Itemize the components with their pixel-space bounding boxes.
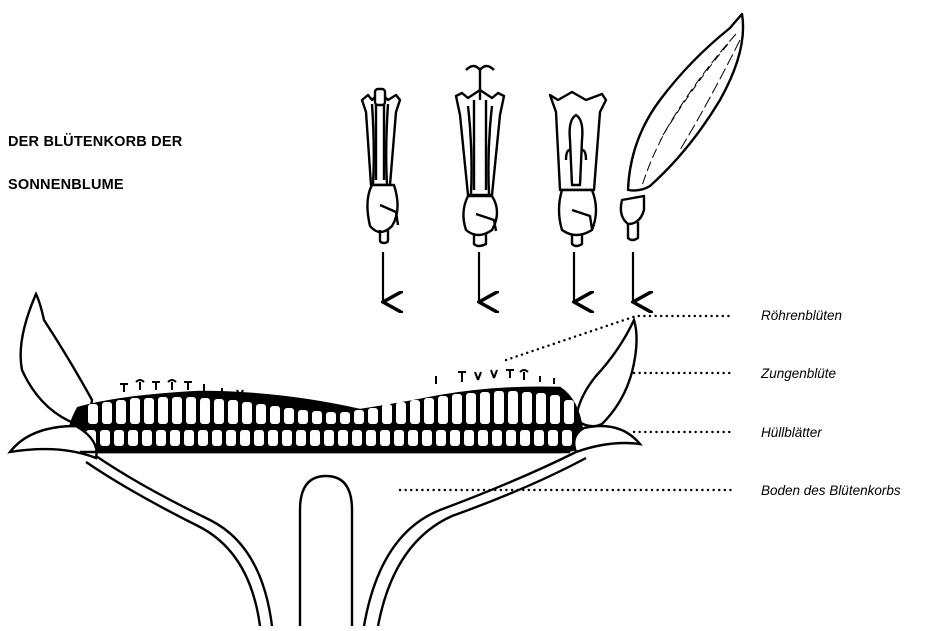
arrows	[383, 252, 633, 302]
ray-petal-right	[576, 320, 637, 426]
label-receptacle: Boden des Blütenkorbs	[761, 483, 901, 498]
label-bracts: Hüllblätter	[761, 425, 822, 440]
bracts-and-receptacle	[10, 426, 640, 626]
tube-flower-3	[550, 92, 606, 246]
ray-flower-top	[621, 14, 743, 240]
tube-flower-1	[362, 89, 400, 243]
tube-flower-2	[456, 66, 504, 246]
ray-petal-left	[21, 294, 92, 424]
disc-florets	[69, 388, 583, 452]
title-line-1: DER BLÜTENKORB DER	[8, 134, 182, 150]
label-ray-flower: Zungenblüte	[761, 366, 836, 381]
title-line-2: SONNENBLUME	[8, 177, 124, 193]
label-tube-flowers: Röhrenblüten	[761, 308, 842, 323]
